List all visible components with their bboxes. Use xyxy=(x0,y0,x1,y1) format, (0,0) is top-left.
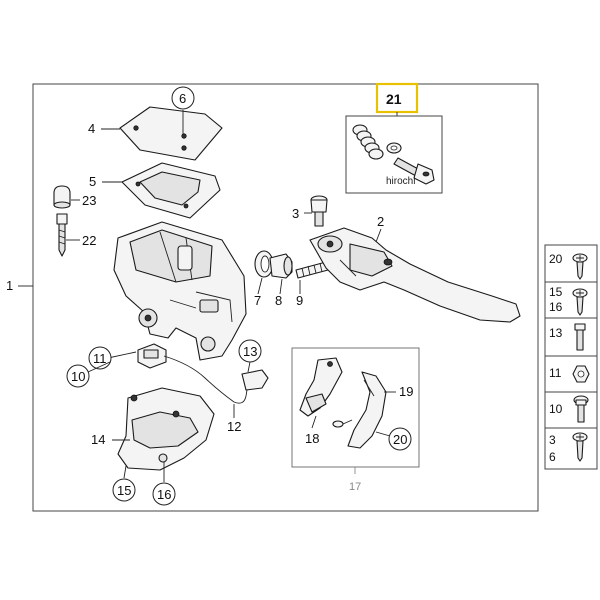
cover-19-part[interactable] xyxy=(347,371,387,449)
legend-label-3: 3 xyxy=(549,433,556,447)
screw-phillips-flat-icon xyxy=(572,253,588,280)
lower-cover-part[interactable] xyxy=(117,387,215,471)
callout-13-circle xyxy=(238,339,262,363)
legend-label-13: 13 xyxy=(549,326,563,340)
dust-boot-part[interactable] xyxy=(269,253,293,279)
hex-bolt-washer-icon xyxy=(573,395,589,423)
pivot-bolt-part[interactable] xyxy=(310,195,328,227)
kit-21-frame xyxy=(345,115,443,194)
screw-18-part[interactable] xyxy=(332,419,353,428)
push-rod-part[interactable] xyxy=(295,261,329,279)
callout-2[interactable]: 2 xyxy=(377,214,384,229)
clutch-lever-part[interactable] xyxy=(309,227,521,323)
callout-7[interactable]: 7 xyxy=(254,293,261,308)
callout-13[interactable]: 13 xyxy=(243,344,257,359)
bleed-screw-part[interactable] xyxy=(56,213,68,257)
connector-part[interactable] xyxy=(241,369,269,391)
callout-3[interactable]: 3 xyxy=(292,206,299,221)
callout-21[interactable]: 21 xyxy=(386,91,402,107)
callout-10[interactable]: 10 xyxy=(71,369,85,384)
callout-14[interactable]: 14 xyxy=(91,432,105,447)
legend-label-15: 15 xyxy=(549,285,563,299)
callout-8[interactable]: 8 xyxy=(275,293,282,308)
diaphragm-gasket-part[interactable] xyxy=(121,162,221,219)
bolt-hex-socket-icon xyxy=(574,323,586,351)
screw-phillips-pan-icon xyxy=(572,288,588,316)
callout-16[interactable]: 16 xyxy=(157,487,171,502)
reservoir-cover-part[interactable] xyxy=(119,106,223,161)
callout-6[interactable]: 6 xyxy=(179,91,186,106)
callout-11-circle xyxy=(88,346,112,370)
legend-label-6: 6 xyxy=(549,450,556,464)
legend-label-10: 10 xyxy=(549,402,563,416)
spring-part[interactable] xyxy=(352,124,384,160)
screw-phillips-round-icon xyxy=(572,432,588,462)
callout-18[interactable]: 18 xyxy=(305,431,319,446)
seal-ring-part[interactable] xyxy=(254,250,274,278)
bracket-18-part[interactable] xyxy=(299,357,343,417)
callout-15-circle xyxy=(112,478,136,502)
callout-16-circle xyxy=(152,482,176,506)
callout-4[interactable]: 4 xyxy=(88,121,95,136)
callout-9[interactable]: 9 xyxy=(296,293,303,308)
callout-19[interactable]: 19 xyxy=(399,384,413,399)
o-ring-part[interactable] xyxy=(386,142,402,154)
highlight-21-box xyxy=(375,82,419,114)
legend-label-16: 16 xyxy=(549,300,563,314)
fastener-legend: 20 15 16 13 11 10 xyxy=(544,244,598,470)
adjuster-bolt-part[interactable] xyxy=(393,157,435,185)
callout-22[interactable]: 22 xyxy=(82,233,96,248)
callout-10-circle xyxy=(66,364,90,388)
callout-15[interactable]: 15 xyxy=(117,483,131,498)
hex-nut-icon xyxy=(572,365,590,383)
legend-label-20: 20 xyxy=(549,252,563,266)
callout-5[interactable]: 5 xyxy=(89,174,96,189)
callout-11[interactable]: 11 xyxy=(93,351,107,366)
legend-label-11: 11 xyxy=(549,366,562,380)
callout-20[interactable]: 20 xyxy=(393,432,407,447)
kit-17-frame xyxy=(291,347,420,468)
callout-17[interactable]: 17 xyxy=(349,481,361,493)
watermark: hirochi xyxy=(386,176,415,187)
bleed-cap-part[interactable] xyxy=(53,185,71,209)
callout-20-circle xyxy=(388,427,412,451)
callout-6-circle xyxy=(171,86,195,110)
clutch-switch-part[interactable] xyxy=(137,343,167,369)
switch-cable xyxy=(163,355,249,404)
master-cylinder-body-part[interactable] xyxy=(113,221,247,361)
callout-12[interactable]: 12 xyxy=(227,419,241,434)
diagram-frame xyxy=(32,83,539,512)
callout-23[interactable]: 23 xyxy=(82,193,96,208)
callout-1[interactable]: 1 xyxy=(6,278,13,293)
